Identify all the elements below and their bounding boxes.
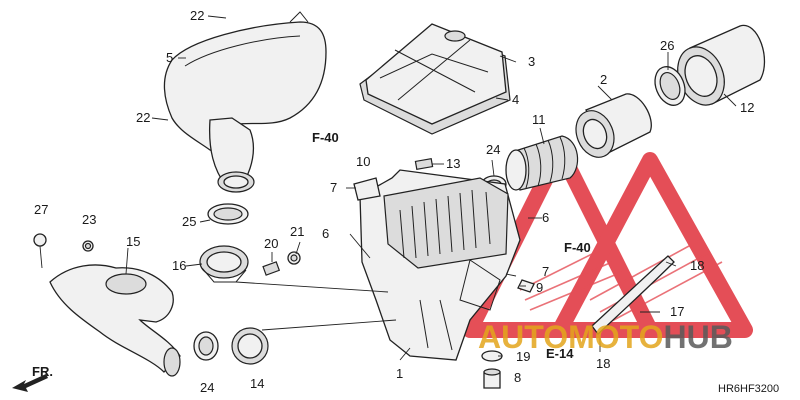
- part-2-filter: [575, 93, 652, 158]
- part-17-tube: [591, 255, 675, 335]
- part-15-duct: [49, 264, 181, 377]
- part-26-band: [654, 66, 686, 106]
- callout-9: 9: [536, 280, 543, 295]
- part-23-grommet: [82, 240, 94, 252]
- callout-labels: 1 2 3 4 5 6 6 7 7 8 9 10 11 12 13 14 15 …: [34, 8, 754, 395]
- part-13-clip: [414, 157, 434, 171]
- callout-21: 21: [290, 224, 304, 239]
- part-21-grommet: [287, 251, 301, 265]
- callout-10: 10: [356, 154, 370, 169]
- ref-f40-a: F-40: [312, 130, 339, 145]
- part-16-boot: [199, 245, 249, 283]
- diagram-code: HR6HF3200: [718, 383, 779, 395]
- callout-24a: 24: [486, 142, 500, 157]
- callout-23: 23: [82, 212, 96, 227]
- callout-12: 12: [740, 100, 754, 115]
- part-10-bracket: [353, 177, 381, 201]
- callout-18a: 18: [690, 258, 704, 273]
- callout-7a: 7: [330, 180, 337, 195]
- callout-26: 26: [660, 38, 674, 53]
- part-25-band: [207, 203, 249, 225]
- callout-24b: 24: [200, 380, 214, 395]
- callout-2: 2: [600, 72, 607, 87]
- callout-3: 3: [528, 54, 535, 69]
- callout-8: 8: [514, 370, 521, 385]
- callout-15: 15: [126, 234, 140, 249]
- callout-4: 4: [512, 92, 519, 107]
- front-label: FR.: [32, 364, 53, 379]
- part-5-resonator: [163, 11, 327, 193]
- callout-6a: 6: [322, 226, 329, 241]
- callout-5: 5: [166, 50, 173, 65]
- callout-19: 19: [516, 349, 530, 364]
- callout-13: 13: [446, 156, 460, 171]
- callout-6b: 6: [542, 210, 549, 225]
- leader-lines: [125, 15, 737, 361]
- callout-17: 17: [670, 304, 684, 319]
- part-3-lid: [359, 23, 511, 135]
- callout-22a: 22: [190, 8, 204, 23]
- part-1-housing: [359, 169, 521, 361]
- part-11-boot: [505, 135, 579, 191]
- callout-7b: 7: [542, 264, 549, 279]
- callout-27: 27: [34, 202, 48, 217]
- part-14-joint: [231, 327, 269, 365]
- part-20-bolt: [262, 261, 281, 276]
- watermark-wordmark: AUTOMOTOHUB: [478, 319, 733, 355]
- callout-20: 20: [264, 236, 278, 251]
- callout-22b: 22: [136, 110, 150, 125]
- callout-11: 11: [532, 112, 546, 127]
- callout-18b: 18: [596, 356, 610, 371]
- part-24-clamp-lower: [193, 331, 219, 361]
- callout-14: 14: [250, 376, 264, 391]
- callout-1: 1: [396, 366, 403, 381]
- callout-16: 16: [172, 258, 186, 273]
- part-27-clip: [33, 233, 47, 269]
- part-8-cap: [483, 368, 501, 389]
- ref-f40-b: F-40: [564, 240, 591, 255]
- part-12-cover: [677, 24, 766, 106]
- ref-e14: E-14: [546, 346, 574, 361]
- front-arrow: FR.: [12, 364, 53, 392]
- callout-25: 25: [182, 214, 196, 229]
